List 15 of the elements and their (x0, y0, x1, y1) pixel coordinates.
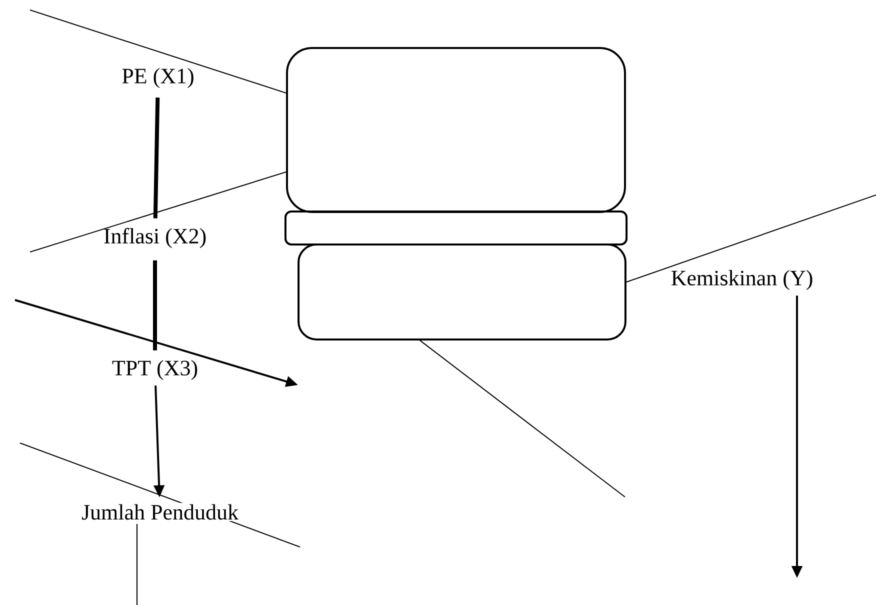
connector-line (626, 194, 876, 282)
node-label: Jumlah Penduduk (80, 502, 240, 522)
connector-line (136, 524, 138, 605)
connector-line (30, 9, 286, 94)
node-label: Inflasi (X2) (102, 226, 208, 250)
rounded-box (286, 47, 626, 213)
node-label: TPT (X3) (110, 358, 200, 382)
node-label: Kemiskinan (Y) (670, 268, 815, 292)
connector-line (30, 171, 286, 252)
rounded-bar (284, 210, 628, 246)
connector-line (153, 260, 157, 350)
connector-line (153, 98, 160, 218)
connector-line (420, 340, 626, 498)
rounded-box (298, 244, 626, 340)
node-label: PE (X1) (120, 66, 196, 90)
